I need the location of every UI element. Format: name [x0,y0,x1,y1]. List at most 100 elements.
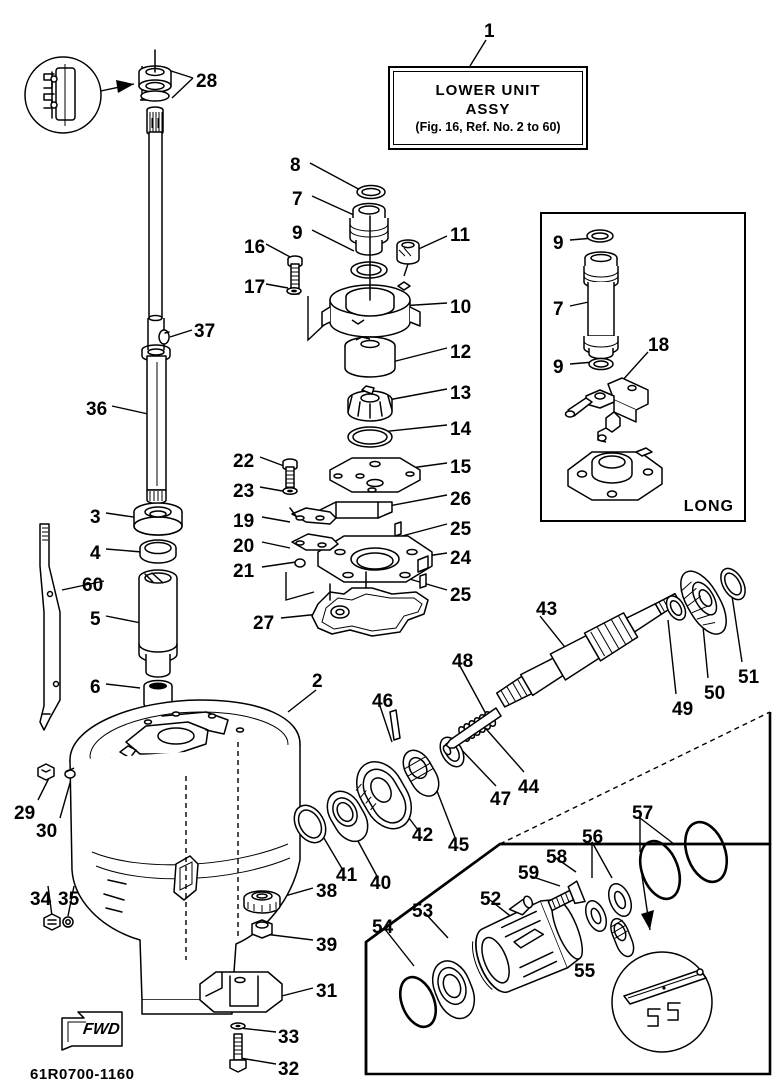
callout-25: 25 [450,585,472,606]
trim-tab-31 [199,971,283,1013]
reverse-gear-50 [680,570,727,635]
callout-23: 23 [233,481,255,502]
callout-51: 51 [738,667,760,688]
callout-49: 49 [672,699,694,720]
callout-55: 55 [574,961,596,982]
gasket-14 [347,426,393,448]
bearing-40 [326,790,369,843]
callout-40: 40 [370,873,392,894]
anode-screw-30 [64,767,76,779]
bolt-32 [229,1033,247,1073]
callout-32: 32 [278,1059,300,1080]
lever-19 [289,507,337,525]
callout-18: 18 [648,335,670,356]
impeller-13 [347,385,393,422]
callout-4: 4 [90,543,101,564]
callout-50: 50 [704,683,726,704]
callout-59: 59 [518,863,540,884]
long-inset-label: LONG [683,498,734,515]
fwd-marker: FWD [60,1010,130,1054]
shim-51 [720,567,746,601]
callout-39: 39 [316,935,338,956]
dowel-pin-25b [419,573,427,589]
callout-44: 44 [518,777,540,798]
oring-9 [350,261,388,279]
callout-41: 41 [336,865,358,886]
callout-15: 15 [450,457,472,478]
callout-46: 46 [372,691,394,712]
callout-9: 9 [292,223,303,244]
pump-housing-10 [321,215,421,338]
callout-27: 27 [253,613,275,634]
plug-11 [396,239,420,265]
shift-plunger-48 [442,707,502,756]
nut-39 [251,919,273,939]
callout-9: 9 [553,233,564,254]
callout-34: 34 [30,889,52,910]
circlip-37 [158,329,170,345]
callout-20: 20 [233,536,255,557]
callout-10: 10 [450,297,472,318]
shift-rod-60 [39,523,61,731]
fwd-label: FWD [81,1021,121,1038]
clip-21 [294,558,306,568]
callout-37: 37 [194,321,216,342]
washer-49 [665,595,687,621]
callout-29: 29 [14,803,36,824]
shim-41 [293,804,327,844]
callout-54: 54 [372,917,394,938]
bolt-16 [287,255,303,295]
callout-7: 7 [292,189,303,210]
washer-56a [584,900,608,932]
callout-57: 57 [632,803,654,824]
washer-23 [282,487,298,495]
callout-25: 25 [450,519,472,540]
callout-3: 3 [90,507,101,528]
title-block: LOWER UNIT ASSY (Fig. 16, Ref. No. 2 to … [388,66,588,150]
plug-34 [43,913,61,931]
callout-19: 19 [233,511,255,532]
lever-20 [291,533,339,551]
title-line-3: (Fig. 16, Ref. No. 2 to 60) [415,120,561,134]
callout-47: 47 [490,789,512,810]
callout-48: 48 [452,651,474,672]
lower-casing-2 [69,699,301,1015]
cross-pin-46 [389,709,401,741]
callout-2: 2 [312,671,323,692]
pump-base-24 [317,535,433,583]
callout-17: 17 [244,277,266,298]
dowel-pin-25a [394,521,402,537]
oil-seal-4 [139,539,177,564]
callout-11: 11 [450,225,471,246]
washer-56b [608,883,632,917]
washer-17 [286,287,302,295]
dog-clutch-45 [402,749,440,797]
callout-31: 31 [316,981,338,1002]
callout-30: 30 [36,821,58,842]
propeller-shaft-43 [495,592,681,708]
long-inset-parts [564,229,663,501]
callout-5: 5 [90,609,101,630]
callout-9: 9 [553,357,564,378]
callout-6: 6 [90,677,101,698]
oring-8 [356,184,386,200]
callout-52: 52 [480,889,502,910]
callout-14: 14 [450,419,472,440]
callout-8: 8 [290,155,301,176]
callout-35: 35 [58,889,80,910]
drawing-number: 61R0700-1160 [30,1066,135,1083]
callout-56: 56 [582,827,604,848]
callout-45: 45 [448,835,470,856]
cartridge-12 [344,336,396,378]
drive-shaft-36 [141,106,171,505]
gasket-27 [311,571,429,637]
bearing-housing-parts [398,820,729,1053]
callout-28: 28 [196,71,218,92]
callout-42: 42 [412,825,434,846]
callout-16: 16 [244,237,266,258]
callout-26: 26 [450,489,472,510]
callout-60: 60 [82,575,104,596]
screw-29 [37,763,55,781]
callout-38: 38 [316,881,338,902]
